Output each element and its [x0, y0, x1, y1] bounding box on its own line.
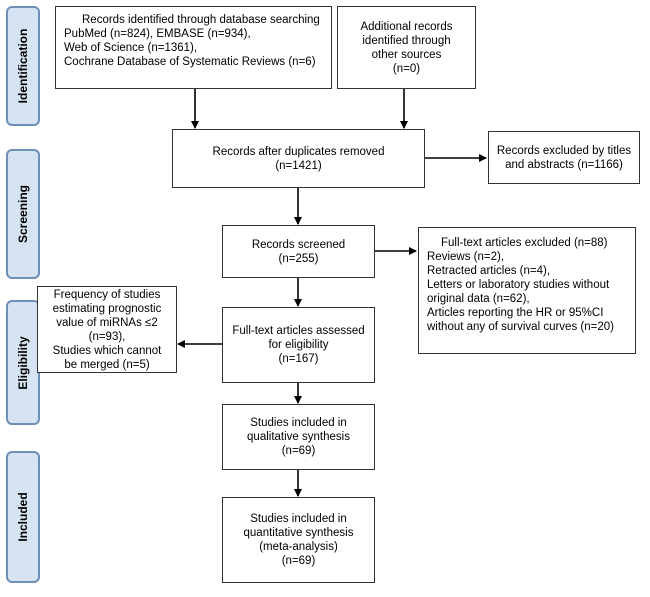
other-sources-box: Additional records identified through ot…	[337, 6, 476, 89]
fulltext-excluded-line-7: without any of survival curves (n=20)	[427, 321, 614, 333]
eligibility-excluded-line-3: value of miRNAs ≤2	[56, 316, 158, 329]
stage-screening: Screening	[6, 149, 40, 279]
eligibility-excluded-line-2: estimating prognostic	[52, 302, 162, 315]
other-sources-line-3: other sources	[371, 48, 442, 61]
db-search-box: Records identified through database sear…	[55, 6, 332, 89]
eligibility-excluded-line-1: Frequency of studies	[53, 288, 161, 301]
stage-included: Included	[6, 451, 40, 583]
stage-included-label: Included	[16, 492, 30, 542]
quantitative-box: Studies included in quantitative synthes…	[222, 497, 375, 583]
duplicates-removed-box: Records after duplicates removed (n=1421…	[172, 129, 425, 188]
other-sources-line-1: Additional records	[360, 20, 453, 33]
db-search-line-3: Web of Science (n=1361),	[64, 42, 198, 54]
quantitative-line-1: Studies included in	[250, 513, 347, 525]
duplicates-line-1: Records after duplicates removed	[212, 145, 385, 158]
records-screened-box: Records screened (n=255)	[222, 225, 375, 278]
fulltext-excluded-box: Full-text articles excluded (n=88) Revie…	[418, 227, 636, 354]
quantitative-line-2: quantitative synthesis	[243, 527, 354, 539]
fulltext-excluded-line-5: original data (n=62),	[427, 293, 530, 305]
assessed-line-2: for eligibility	[268, 339, 329, 351]
stage-screening-label: Screening	[16, 184, 30, 244]
qualitative-line-1: Studies included in	[250, 417, 347, 429]
excluded-titles-line-1: Records excluded by titles	[496, 144, 632, 157]
assessed-line-1: Full-text articles assessed	[232, 325, 365, 337]
excluded-titles-box: Records excluded by titles and abstracts…	[488, 131, 640, 184]
screened-line-2: (n=255)	[278, 252, 319, 265]
stage-identification-label: Identification	[16, 28, 30, 104]
qualitative-box: Studies included in qualitative synthesi…	[222, 404, 375, 470]
stage-eligibility: Eligibility	[6, 300, 40, 425]
fulltext-excluded-line-4: Letters or laboratory studies without	[427, 279, 610, 291]
fulltext-excluded-line-1: Full-text articles excluded (n=88)	[441, 237, 608, 249]
stage-eligibility-label: Eligibility	[16, 335, 30, 390]
fulltext-excluded-line-2: Reviews (n=2),	[427, 251, 505, 263]
db-search-line-2: PubMed (n=824), EMBASE (n=934),	[64, 28, 251, 40]
quantitative-line-3: (meta-analysis)	[259, 541, 338, 553]
db-search-line-4: Cochrane Database of Systematic Reviews …	[64, 56, 316, 68]
eligibility-excluded-line-5: Studies which cannot	[52, 344, 162, 357]
stage-identification: Identification	[6, 6, 40, 126]
qualitative-line-2: qualitative synthesis	[247, 431, 350, 443]
qualitative-line-3: (n=69)	[281, 445, 316, 457]
assessed-line-3: (n=167)	[278, 353, 319, 365]
excluded-titles-line-2: and abstracts (n=1166)	[505, 158, 623, 171]
eligibility-excluded-line-4: (n=93),	[88, 330, 126, 343]
fulltext-excluded-line-3: Retracted articles (n=4),	[427, 265, 551, 277]
quantitative-line-4: (n=69)	[281, 555, 316, 567]
other-sources-line-2: identified through	[362, 34, 451, 47]
duplicates-line-2: (n=1421)	[275, 159, 322, 172]
other-sources-line-4: (n=0)	[392, 62, 421, 75]
fulltext-excluded-line-6: Articles reporting the HR or 95%CI	[427, 307, 604, 319]
eligibility-excluded-line-6: be merged (n=5)	[64, 358, 150, 371]
db-search-line-1: Records identified through database sear…	[82, 14, 320, 26]
assessed-box: Full-text articles assessed for eligibil…	[222, 307, 375, 383]
eligibility-excluded-box: Frequency of studies estimating prognost…	[37, 286, 177, 373]
screened-line-1: Records screened	[251, 238, 346, 251]
